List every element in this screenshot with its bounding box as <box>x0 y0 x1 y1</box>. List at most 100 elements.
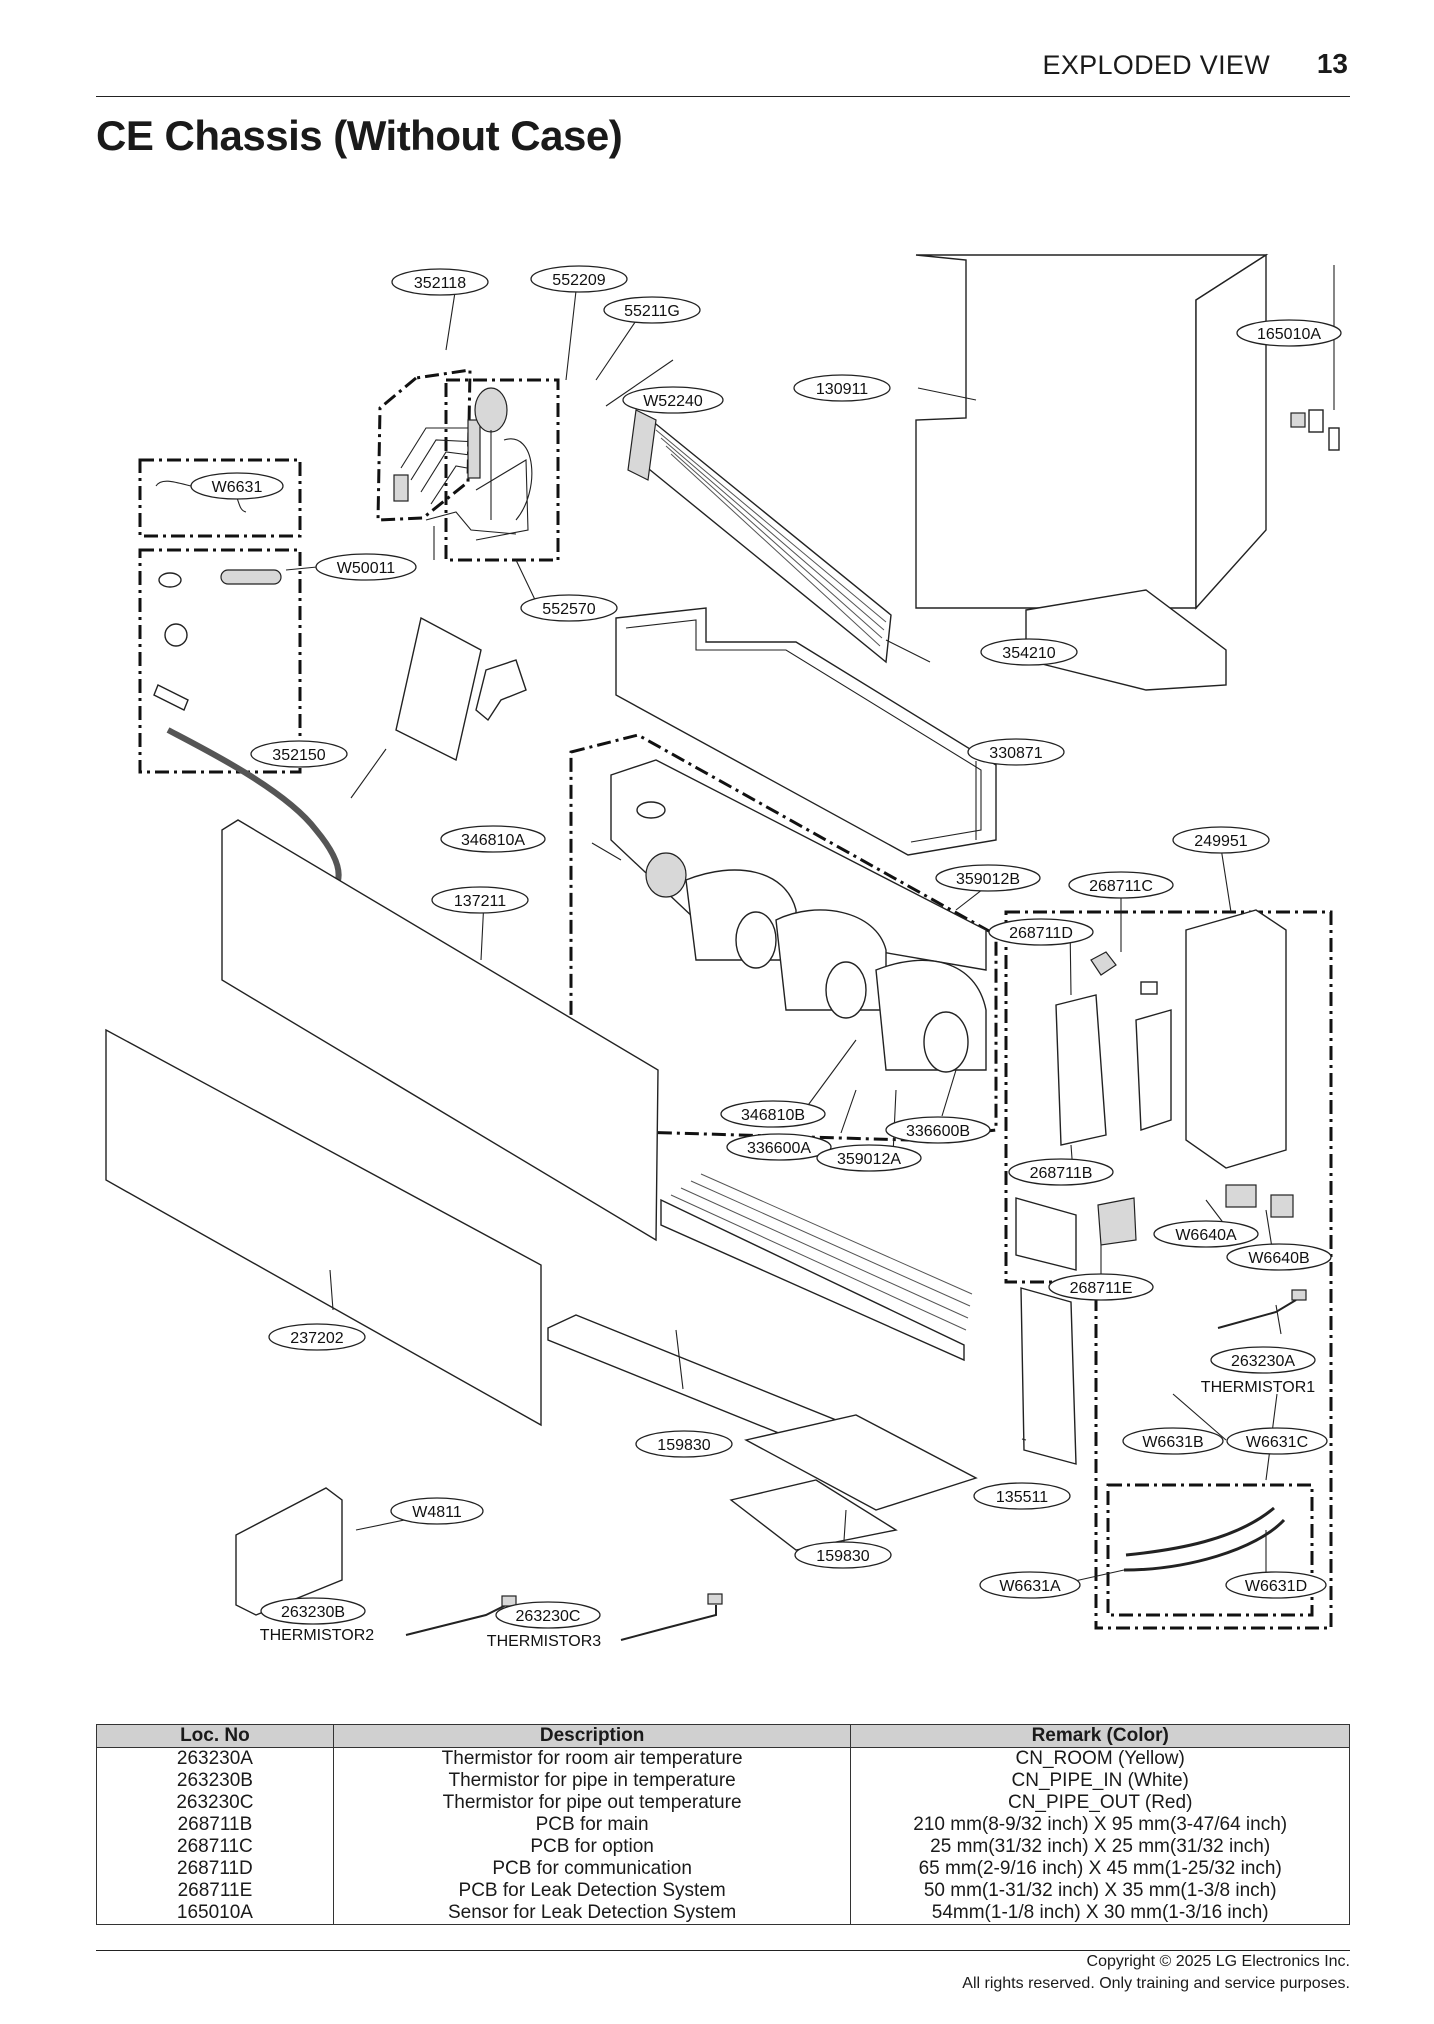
svg-text:159830: 159830 <box>816 1548 869 1565</box>
filter <box>729 1479 898 1551</box>
label-263230B: 263230B <box>260 1597 366 1625</box>
label-130911: 130911 <box>793 374 891 402</box>
copyright-text: Copyright © 2025 LG Electronics Inc. <box>1086 1953 1350 1970</box>
label-336600B: 336600B <box>885 1116 991 1144</box>
label-W6631B: W6631B <box>1122 1427 1224 1455</box>
cell-remark: 54mm(1-1/8 inch) X 30 mm(1-3/16 inch) <box>850 1902 1350 1925</box>
side-panel <box>1195 253 1267 610</box>
hardware-parts <box>153 569 282 711</box>
label-552570: 552570 <box>520 594 618 622</box>
svg-text:W6640A: W6640A <box>1175 1227 1237 1244</box>
label-336600A: 336600A <box>726 1133 832 1161</box>
label-268711C: 268711C <box>1068 871 1174 899</box>
svg-text:354210: 354210 <box>1002 645 1055 662</box>
label-346810B: 346810B <box>720 1100 826 1128</box>
label-W6631: W6631 <box>190 472 284 500</box>
harness-set <box>1123 1506 1286 1572</box>
svg-text:130911: 130911 <box>816 381 868 398</box>
col-remark: Remark (Color) <box>850 1724 1350 1748</box>
leak-sensor <box>1290 409 1340 451</box>
air-guide <box>547 1173 978 1551</box>
svg-text:268711C: 268711C <box>1089 878 1153 895</box>
label-165010A: 165010A <box>1236 319 1342 347</box>
valve-group-frame <box>376 368 472 522</box>
cell-desc: PCB for main <box>332 1814 852 1836</box>
cell-remark: CN_ROOM (Yellow) <box>850 1747 1350 1770</box>
thermistor1-cable <box>1217 1299 1297 1329</box>
pcb-communication <box>1140 981 1158 995</box>
cell-desc: Thermistor for room air temperature <box>332 1747 852 1770</box>
cell-desc: Sensor for Leak Detection System <box>332 1902 852 1925</box>
label-137211: 137211 <box>431 886 529 914</box>
drain-pan <box>615 607 997 856</box>
label-159830a: 159830 <box>635 1430 733 1458</box>
svg-text:268711E: 268711E <box>1070 1280 1133 1297</box>
control-box-frame <box>1004 910 1333 1630</box>
svg-text:263230B: 263230B <box>281 1604 345 1621</box>
svg-text:137211: 137211 <box>454 893 506 910</box>
hardware-box-w50011 <box>138 548 302 774</box>
svg-text:268711B: 268711B <box>1030 1165 1093 1182</box>
svg-text:268711D: 268711D <box>1009 925 1073 942</box>
svg-text:W6631: W6631 <box>212 479 263 496</box>
label-263230A: 263230A <box>1210 1346 1316 1374</box>
label-135511: 135511 <box>973 1482 1071 1510</box>
label-W4811: W4811 <box>390 1497 484 1525</box>
filter-frame <box>744 1414 978 1511</box>
svg-text:55211G: 55211G <box>624 303 680 320</box>
svg-text:165010A: 165010A <box>1257 326 1321 343</box>
exploded-view-diagram: 352118 552209 55211G W52240 130911 16501… <box>105 253 1342 1650</box>
caption-thermistor2: THERMISTOR2 <box>260 1627 374 1644</box>
page-header: EXPLODED VIEW 13 <box>96 40 1350 97</box>
page-number: 13 <box>1316 48 1348 79</box>
svg-text:W6640B: W6640B <box>1248 1250 1309 1267</box>
label-352150: 352150 <box>250 740 348 768</box>
cell-loc: 268711C <box>96 1836 334 1858</box>
svg-text:552570: 552570 <box>542 601 595 618</box>
label-159830b: 159830 <box>794 1541 892 1569</box>
pcb-option <box>1090 951 1117 976</box>
svg-text:W50011: W50011 <box>337 560 396 577</box>
label-268711B: 268711B <box>1008 1158 1114 1186</box>
blower-assembly <box>610 759 987 1073</box>
fan-motor <box>645 852 687 898</box>
label-352118: 352118 <box>391 268 489 296</box>
front-panel <box>221 819 659 1242</box>
lower-front-panel <box>105 1028 542 1427</box>
label-263230C: 263230C <box>495 1601 601 1629</box>
pcb-lds-plate <box>1015 1197 1077 1271</box>
svg-text:330871: 330871 <box>989 745 1042 762</box>
cell-remark: 25 mm(31/32 inch) X 25 mm(31/32 inch) <box>850 1836 1350 1858</box>
label-W6631D: W6631D <box>1225 1571 1327 1599</box>
page-title: CE Chassis (Without Case) <box>96 112 623 159</box>
cell-desc: Thermistor for pipe in temperature <box>332 1770 852 1792</box>
label-268711E: 268711E <box>1048 1273 1154 1301</box>
svg-text:W4811: W4811 <box>412 1504 462 1521</box>
parts-table: Loc. No Description Remark (Color) 26323… <box>96 1724 1350 1925</box>
label-W52240: W52240 <box>622 386 724 414</box>
terminal-block-b <box>1270 1194 1294 1218</box>
label-330871: 330871 <box>967 738 1065 766</box>
svg-text:W6631B: W6631B <box>1142 1434 1203 1451</box>
electrical-cover <box>395 616 482 762</box>
table-header-row: Loc. No Description Remark (Color) <box>96 1724 1350 1748</box>
svg-text:W6631D: W6631D <box>1245 1578 1307 1595</box>
label-W6631A: W6631A <box>979 1571 1081 1599</box>
cell-loc: 268711E <box>96 1880 334 1902</box>
control-cover <box>1020 1287 1077 1465</box>
flexible-hose <box>166 727 342 895</box>
cell-desc: PCB for communication <box>332 1858 852 1880</box>
svg-text:359012A: 359012A <box>837 1151 901 1168</box>
cell-loc: 263230A <box>96 1747 334 1770</box>
col-description: Description <box>332 1724 852 1748</box>
section-title: EXPLODED VIEW <box>1042 50 1270 80</box>
label-55211G: 55211G <box>603 296 701 324</box>
label-359012A: 359012A <box>816 1144 922 1172</box>
